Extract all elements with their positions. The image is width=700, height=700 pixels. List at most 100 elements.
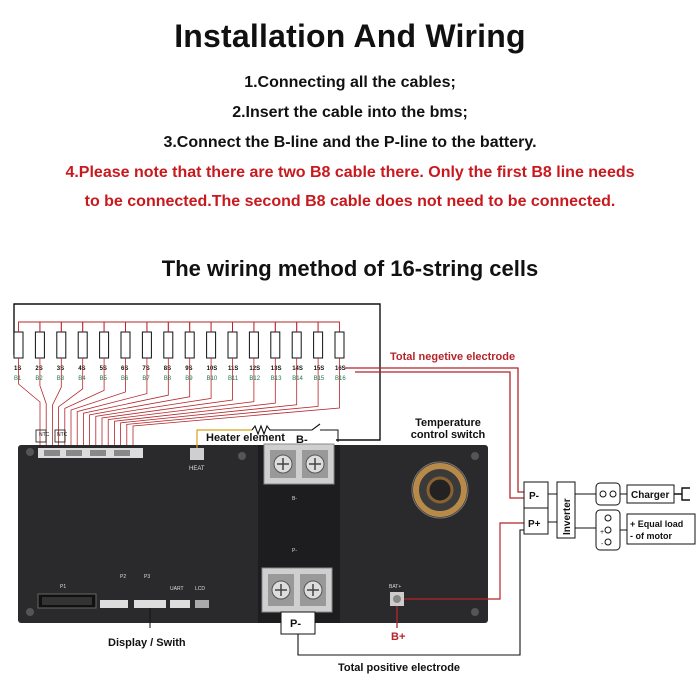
cell-label-13: 13S [271, 366, 282, 372]
cell-link-3 [60, 321, 84, 332]
cell-1 [13, 331, 24, 359]
cell-label-14: 14S [292, 366, 303, 372]
sense-wires [18, 358, 340, 448]
p2-label: P2 [120, 574, 126, 580]
p3-label: P3 [144, 574, 150, 580]
cell-9 [184, 331, 195, 359]
cell-link-13 [274, 321, 298, 332]
cell-7 [141, 331, 152, 359]
sense-wire-16 [132, 358, 340, 448]
cell-link-10 [210, 321, 233, 332]
b-minus-main-wire [13, 303, 381, 441]
p1-label: P1 [60, 584, 66, 590]
sense-wire-7 [76, 358, 148, 448]
cell-label-3: 3S [57, 366, 64, 372]
p-minus-box-label: P- [290, 618, 301, 630]
plug-icon [674, 487, 690, 501]
cell-link-1 [18, 321, 41, 332]
cell-label-6: 6S [121, 366, 128, 372]
cell-label-10: 10S [207, 366, 218, 372]
cell-label-5: 5S [100, 366, 107, 372]
sense-wire-4 [58, 358, 84, 448]
heat-label: HEAT [189, 466, 205, 472]
cell-8 [163, 331, 174, 359]
cell-3 [56, 331, 67, 359]
temp-switch-label-2: control switch [411, 429, 486, 441]
cell-link-6 [125, 321, 148, 332]
cell-string: 1SB12SB23SB34SB45SB56SB67SB78SB89SB910SB… [13, 321, 346, 382]
cell-label-11: 11S [228, 366, 238, 372]
b-line-label-15: B15 [314, 376, 325, 382]
cell-link-4 [82, 321, 105, 332]
cell-label-2: 2S [35, 366, 42, 372]
inverter-box [556, 481, 576, 539]
step-3: 3.Connect the B-line and the P-line to t… [163, 134, 537, 151]
cell-link-11 [232, 321, 255, 332]
cell-15 [313, 331, 324, 359]
bat-plus-label: BAT+ [389, 584, 401, 590]
total-positive-label: Total positive electrode [338, 662, 460, 674]
b-line-label-16: B16 [335, 376, 346, 382]
cell-label-4: 4S [78, 366, 85, 372]
load-minus-sign: - [601, 541, 604, 548]
ntc-label-2: NTC [57, 432, 68, 438]
sense-wire-2 [39, 358, 47, 448]
cell-link-5 [103, 321, 126, 332]
sense-wire-12 [107, 358, 255, 448]
sense-wire-6 [70, 358, 126, 448]
sense-wire-5 [64, 358, 105, 448]
cell-label-1: 1S [14, 366, 21, 372]
note-line-1: 4.Please note that there are two B8 cabl… [65, 164, 635, 181]
p-minus-terminal-label: P- [529, 491, 539, 502]
heater-label: Heater element [206, 432, 285, 444]
b-line-label-10: B10 [207, 376, 218, 382]
b-line-label-14: B14 [292, 376, 303, 382]
heat-connector [190, 448, 204, 460]
cell-label-12: 12S [249, 366, 260, 372]
charger-label: Charger [631, 490, 669, 501]
b-minus-label: B- [296, 434, 308, 446]
b-line-label-4: B4 [78, 376, 86, 382]
b-line-label-12: B12 [249, 376, 260, 382]
temp-switch-label-1: Temperature [415, 417, 481, 429]
total-negative-label: Total negetive electrode [390, 351, 515, 363]
b-line-label-9: B9 [185, 376, 193, 382]
cell-5 [99, 331, 110, 359]
load-box [626, 513, 696, 545]
cell-2 [34, 331, 45, 359]
b-line-label-5: B5 [100, 376, 108, 382]
sense-wire-9 [89, 358, 191, 448]
bms-board [18, 445, 488, 623]
cell-label-15: 15S [314, 366, 325, 372]
cell-link-8 [167, 321, 191, 332]
b-line-label-7: B7 [142, 376, 150, 382]
b-line-label-13: B13 [271, 376, 282, 382]
sense-wire-11 [101, 358, 233, 448]
cell-link-14 [296, 321, 319, 332]
cell-label-8: 8S [164, 366, 171, 372]
load-plus-sign: + [600, 529, 604, 536]
b-line-label-3: B3 [57, 376, 65, 382]
cell-label-7: 7S [142, 366, 149, 372]
step-1: 1.Connecting all the cables; [244, 74, 456, 91]
inverter-label: Inverter [562, 498, 573, 535]
cell-link-15 [317, 321, 340, 332]
display-switch-label: Display / Swith [108, 637, 186, 649]
b-line-label-1: B1 [14, 376, 22, 382]
cell-12 [248, 331, 259, 359]
lcd-label: LCD [195, 586, 205, 592]
ntc-label-1: NTC [39, 432, 50, 438]
step-2: 2.Insert the cable into the bms; [232, 104, 468, 121]
cell-16 [334, 331, 345, 359]
uart-label: UART [170, 586, 184, 592]
cell-13 [270, 331, 281, 359]
b-plus-label: B+ [391, 631, 405, 643]
sense-wire-15 [126, 358, 319, 448]
cell-4 [77, 331, 88, 359]
equal-load-label-2: - of motor [630, 531, 672, 541]
sense-wire-8 [83, 358, 169, 448]
cell-link-12 [253, 321, 276, 332]
sense-wire-10 [95, 358, 212, 448]
cell-link-2 [39, 321, 62, 332]
